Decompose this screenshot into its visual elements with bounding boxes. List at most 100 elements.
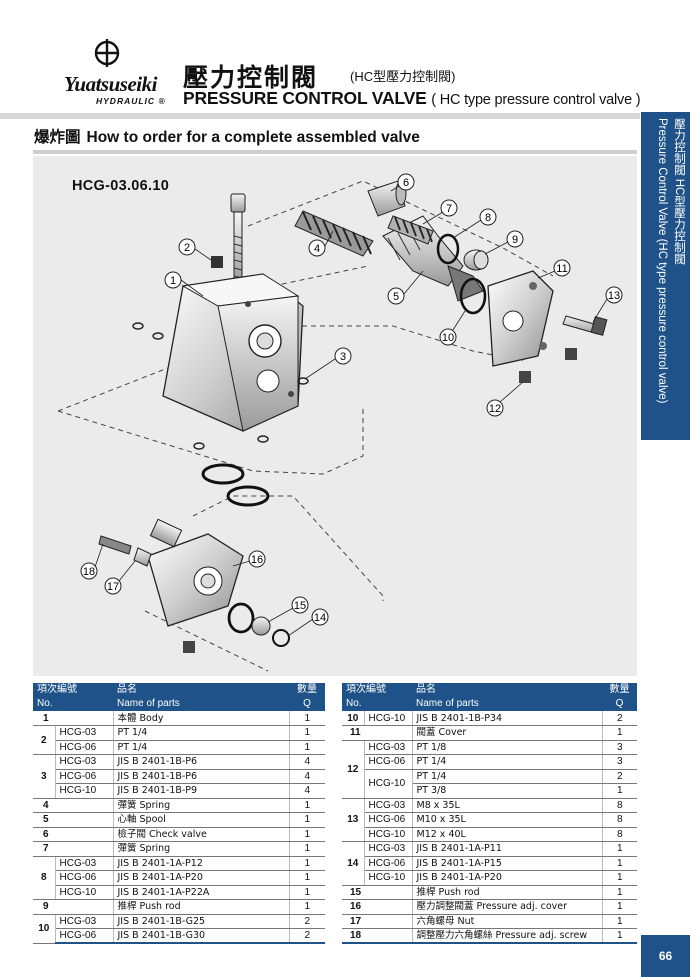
callout-9: 9 (506, 230, 524, 248)
callout-2: 2 (178, 238, 196, 256)
callout-15: 15 (291, 596, 309, 614)
callout-14: 14 (311, 608, 329, 626)
callout-6: 6 (397, 173, 415, 191)
callout-4: 4 (308, 239, 326, 257)
header-rule (0, 113, 640, 119)
svg-text:1: 1 (170, 275, 176, 287)
header-name-zh: 品名 (412, 683, 602, 697)
table-header-zh: 項次編號 品名 數量 (33, 683, 325, 697)
spring-icon (294, 210, 374, 257)
callout-8: 8 (479, 208, 497, 226)
side-tab-text: 壓力控制閥 HC型壓力控制閥 Pressure Control Valve (H… (656, 118, 685, 404)
header-no-zh: 項次編號 (342, 683, 412, 697)
pressure-adj-screw-icon (98, 535, 152, 567)
callout-7: 7 (440, 199, 458, 217)
svg-text:2: 2 (184, 242, 190, 254)
callout-1: 1 (164, 271, 182, 289)
svg-text:8: 8 (485, 212, 491, 224)
bolt-top-icon (230, 193, 246, 283)
callout-11: 11 (553, 259, 571, 277)
header-qty-zh: 數量 (602, 683, 637, 697)
svg-text:11: 11 (556, 263, 567, 275)
header-qty-en: Q (602, 697, 637, 711)
push-rod-icon (463, 249, 489, 271)
spring-small-icon (387, 215, 434, 245)
exploded-view-drawing: 1 2 3 4 5 6 7 8 9 10 11 12 13 14 15 16 1… (33, 156, 637, 676)
svg-text:9: 9 (512, 234, 518, 246)
callout-18: 18 (80, 562, 98, 580)
o-ring-small-icon (132, 322, 309, 450)
side-tab (641, 112, 690, 440)
callout-3: 3 (334, 347, 352, 365)
brand-sub: HYDRAULIC ® (96, 96, 166, 106)
plug-icon (211, 256, 223, 268)
page-number: 66 (641, 935, 690, 977)
header-name-en: Name of parts (412, 697, 602, 711)
callout-16: 16 (248, 550, 266, 568)
brand-logo: Yuatsuseiki HYDRAULIC ® (64, 38, 176, 110)
o-ring-10-icon (459, 277, 487, 315)
bolt-13-icon (562, 315, 608, 336)
exploded-view-svg: 1 2 3 4 5 6 7 8 9 10 11 12 13 14 15 16 1… (57, 173, 623, 672)
svg-text:15: 15 (294, 600, 306, 612)
o-ring-14-icon (272, 629, 290, 647)
svg-text:10: 10 (442, 332, 454, 344)
callout-13: 13 (605, 286, 623, 304)
header-no-en: No. (33, 697, 113, 711)
callout-12: 12 (486, 399, 504, 417)
pressure-adj-cover-icon (147, 518, 244, 627)
svg-text:14: 14 (314, 612, 326, 624)
header-qty-en: Q (289, 697, 325, 711)
svg-text:7: 7 (446, 203, 452, 215)
table-header-en: No. Name of parts Q (342, 697, 637, 711)
assembly-lines (57, 180, 554, 672)
valve-body-icon (162, 273, 304, 432)
callout-17: 17 (104, 577, 122, 595)
page-subtitle-zh: (HC型壓力控制閥) (350, 69, 456, 84)
section-rule (33, 150, 637, 154)
header-name-zh: 品名 (113, 683, 289, 697)
o-ring-15-icon (227, 602, 255, 634)
model-code: HCG-03.06.10 (72, 178, 170, 194)
page-title-zh: 壓力控制閥 (183, 63, 319, 92)
plug-small-icon (565, 348, 577, 360)
header-no-zh: 項次編號 (33, 683, 113, 697)
svg-text:16: 16 (251, 554, 263, 566)
brand-name: Yuatsuseiki (64, 72, 157, 96)
svg-text:12: 12 (489, 403, 501, 415)
svg-text:6: 6 (403, 177, 409, 189)
svg-text:3: 3 (340, 351, 346, 363)
plug-12-icon (519, 371, 531, 383)
o-ring-8-icon (436, 233, 460, 265)
callout-leaders (94, 185, 608, 637)
push-rod-small-icon (251, 616, 271, 636)
page-subtitle-en: ( HC type pressure control valve ) (431, 92, 641, 108)
